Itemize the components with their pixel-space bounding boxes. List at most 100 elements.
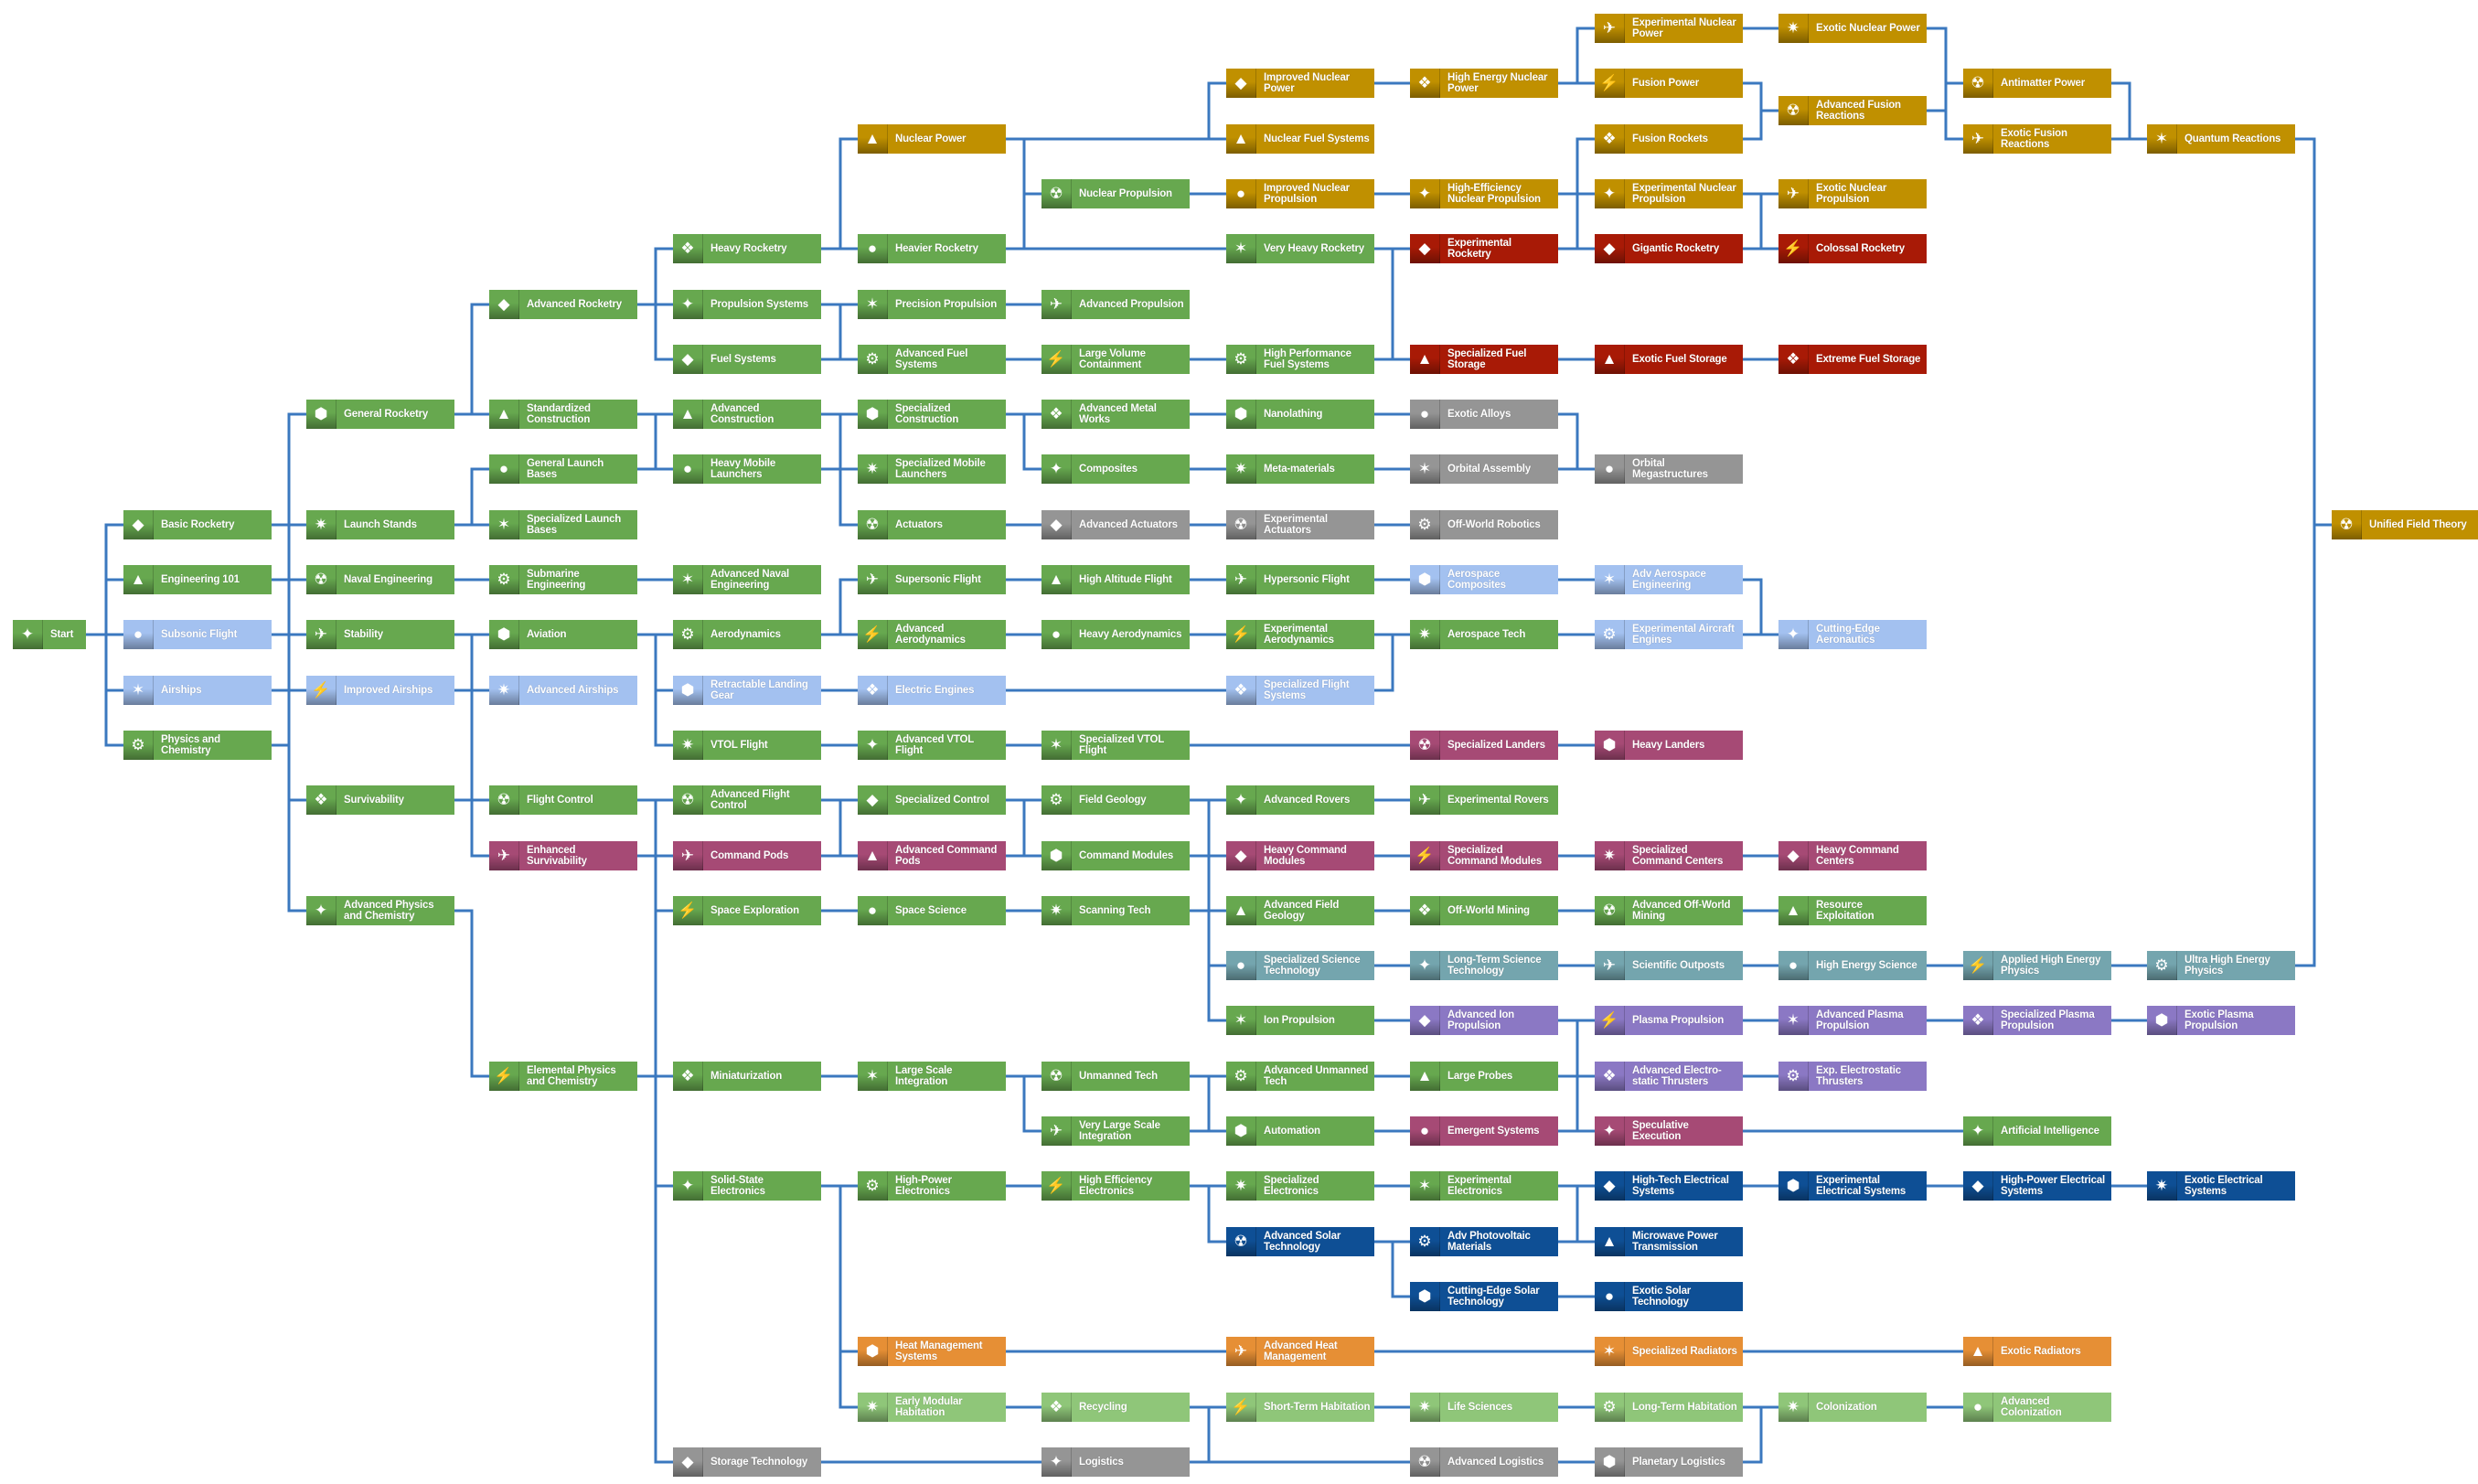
tech-node-high-eff-electronics[interactable]: ⚡High Efficiency Electronics <box>1041 1171 1190 1201</box>
tech-node-ai[interactable]: ✦Artificial Intelligence <box>1963 1116 2111 1146</box>
tech-node-elemental[interactable]: ⚡Elemental Physics and Chemistry <box>489 1062 637 1091</box>
tech-node-adv-aerodynamics[interactable]: ⚡Advanced Aerodynamics <box>858 620 1006 649</box>
tech-node-antimatter[interactable]: ☢Antimatter Power <box>1963 69 2111 98</box>
tech-node-off-world-mining[interactable]: ❖Off-World Mining <box>1410 896 1558 925</box>
tech-node-supersonic[interactable]: ✈Supersonic Flight <box>858 565 1006 594</box>
tech-node-high-eff-nuclear-prop[interactable]: ✦High-Efficiency Nuclear Propulsion <box>1410 179 1558 208</box>
tech-node-scanning-tech[interactable]: ✷Scanning Tech <box>1041 896 1190 925</box>
tech-node-adv-unmanned[interactable]: ⚙Advanced Unmanned Tech <box>1226 1062 1374 1091</box>
tech-node-fusion-power[interactable]: ⚡Fusion Power <box>1595 69 1743 98</box>
tech-node-nuclear-propulsion[interactable]: ☢Nuclear Propulsion <box>1041 179 1190 208</box>
tech-node-submarine[interactable]: ⚙Submarine Engineering <box>489 565 637 594</box>
tech-node-extreme-fuel-storage[interactable]: ❖Extreme Fuel Storage <box>1778 345 1927 374</box>
tech-node-microwave[interactable]: ▲Microwave Power Transmission <box>1595 1227 1743 1256</box>
tech-node-short-term-hab[interactable]: ⚡Short-Term Habitation <box>1226 1393 1374 1422</box>
tech-node-very-heavy[interactable]: ✶Very Heavy Rocketry <box>1226 234 1374 263</box>
tech-node-adv-command-pods[interactable]: ▲Advanced Command Pods <box>858 841 1006 870</box>
tech-node-nuclear-power[interactable]: ▲Nuclear Power <box>858 124 1006 154</box>
tech-node-exotic-nuclear-prop[interactable]: ✈Exotic Nuclear Propulsion <box>1778 179 1927 208</box>
tech-node-heavy-command-centers[interactable]: ◆Heavy Command Centers <box>1778 841 1927 870</box>
tech-node-exotic-fusion[interactable]: ✈Exotic Fusion Reactions <box>1963 124 2111 154</box>
tech-node-space-exploration[interactable]: ⚡Space Exploration <box>673 896 821 925</box>
tech-node-physics[interactable]: ⚙Physics and Chemistry <box>123 731 272 760</box>
tech-node-exp-actuators[interactable]: ☢Experimental Actuators <box>1226 510 1374 539</box>
tech-node-quantum[interactable]: ✶Quantum Reactions <box>2147 124 2295 154</box>
tech-node-heavy-mobile[interactable]: ●Heavy Mobile Launchers <box>673 454 821 484</box>
tech-node-scientific-outposts[interactable]: ✈Scientific Outposts <box>1595 951 1743 980</box>
tech-node-launch-stands[interactable]: ✷Launch Stands <box>306 510 454 539</box>
tech-node-engineering101[interactable]: ▲Engineering 101 <box>123 565 272 594</box>
tech-node-general-launch-bases[interactable]: ●General Launch Bases <box>489 454 637 484</box>
tech-node-std-construction[interactable]: ▲Standardized Construction <box>489 400 637 429</box>
tech-node-spec-command-centers[interactable]: ✷Specialized Command Centers <box>1595 841 1743 870</box>
tech-node-adv-logistics[interactable]: ☢Advanced Logistics <box>1410 1447 1558 1477</box>
tech-node-field-geology[interactable]: ⚙Field Geology <box>1041 785 1190 815</box>
tech-node-naval[interactable]: ☢Naval Engineering <box>306 565 454 594</box>
tech-node-spec-radiators[interactable]: ✶Specialized Radiators <box>1595 1337 1743 1366</box>
tech-node-exp-electrical[interactable]: ⬢Experimental Electrical Systems <box>1778 1171 1927 1201</box>
tech-node-vtol[interactable]: ✷VTOL Flight <box>673 731 821 760</box>
tech-node-exotic-alloys[interactable]: ●Exotic Alloys <box>1410 400 1558 429</box>
tech-node-recycling[interactable]: ❖Recycling <box>1041 1393 1190 1422</box>
tech-node-exp-nuclear-power[interactable]: ✈Experimental Nuclear Power <box>1595 14 1743 43</box>
tech-node-meta-materials[interactable]: ✷Meta-materials <box>1226 454 1374 484</box>
tech-node-speculative[interactable]: ✦Speculative Execution <box>1595 1116 1743 1146</box>
tech-node-high-energy-nuclear[interactable]: ❖High Energy Nuclear Power <box>1410 69 1558 98</box>
tech-node-colossal[interactable]: ⚡Colossal Rocketry <box>1778 234 1927 263</box>
tech-node-adv-actuators[interactable]: ◆Advanced Actuators <box>1041 510 1190 539</box>
tech-node-airships[interactable]: ✶Airships <box>123 676 272 705</box>
tech-node-orbital-megastructures[interactable]: ●Orbital Megastructures <box>1595 454 1743 484</box>
tech-node-general-rocketry[interactable]: ⬢General Rocketry <box>306 400 454 429</box>
tech-node-adv-vtol[interactable]: ✦Advanced VTOL Flight <box>858 731 1006 760</box>
tech-node-adv-airships[interactable]: ✷Advanced Airships <box>489 676 637 705</box>
tech-node-colonization[interactable]: ✷Colonization <box>1778 1393 1927 1422</box>
tech-node-spec-fuel-storage[interactable]: ▲Specialized Fuel Storage <box>1410 345 1558 374</box>
tech-node-large-probes[interactable]: ▲Large Probes <box>1410 1062 1558 1091</box>
tech-node-high-power-electronics[interactable]: ⚙High-Power Electronics <box>858 1171 1006 1201</box>
tech-node-spec-command-modules[interactable]: ⚡Specialized Command Modules <box>1410 841 1558 870</box>
tech-node-retractable[interactable]: ⬢Retractable Landing Gear <box>673 676 821 705</box>
tech-node-aerodynamics[interactable]: ⚙Aerodynamics <box>673 620 821 649</box>
tech-node-emergent[interactable]: ●Emergent Systems <box>1410 1116 1558 1146</box>
tech-node-high-energy-science[interactable]: ●High Energy Science <box>1778 951 1927 980</box>
tech-node-spec-construction[interactable]: ⬢Specialized Construction <box>858 400 1006 429</box>
tech-node-enh-survivability[interactable]: ✈Enhanced Survivability <box>489 841 637 870</box>
tech-node-adv-plasma[interactable]: ✶Advanced Plasma Propulsion <box>1778 1006 1927 1035</box>
tech-node-adv-construction[interactable]: ▲Advanced Construction <box>673 400 821 429</box>
tech-node-heavy-aerodynamics[interactable]: ●Heavy Aerodynamics <box>1041 620 1190 649</box>
tech-node-cutting-edge-aero[interactable]: ✦Cutting-Edge Aeronautics <box>1778 620 1927 649</box>
tech-node-exotic-solar[interactable]: ●Exotic Solar Technology <box>1595 1282 1743 1311</box>
tech-node-adv-electrostatic[interactable]: ❖Advanced Electro-static Thrusters <box>1595 1062 1743 1091</box>
tech-node-exotic-fuel-storage[interactable]: ▲Exotic Fuel Storage <box>1595 345 1743 374</box>
tech-node-basic-rocketry[interactable]: ◆Basic Rocketry <box>123 510 272 539</box>
tech-node-heat-management[interactable]: ⬢Heat Management Systems <box>858 1337 1006 1366</box>
tech-node-propulsion-systems[interactable]: ✦Propulsion Systems <box>673 290 821 319</box>
tech-node-applied-high-energy[interactable]: ⚡Applied High Energy Physics <box>1963 951 2111 980</box>
tech-node-aerospace-composites[interactable]: ⬢Aerospace Composites <box>1410 565 1558 594</box>
tech-node-spec-science[interactable]: ●Specialized Science Technology <box>1226 951 1374 980</box>
tech-node-fusion-rockets[interactable]: ❖Fusion Rockets <box>1595 124 1743 154</box>
tech-node-high-power-electrical[interactable]: ◆High-Power Electrical Systems <box>1963 1171 2111 1201</box>
tech-node-adv-fusion[interactable]: ☢Advanced Fusion Reactions <box>1778 96 1927 125</box>
tech-node-improved-airships[interactable]: ⚡Improved Airships <box>306 676 454 705</box>
tech-node-adv-ion[interactable]: ◆Advanced Ion Propulsion <box>1410 1006 1558 1035</box>
tech-node-ion-propulsion[interactable]: ✶Ion Propulsion <box>1226 1006 1374 1035</box>
tech-node-long-term-science[interactable]: ✦Long-Term Science Technology <box>1410 951 1558 980</box>
tech-node-spec-electronics[interactable]: ✷Specialized Electronics <box>1226 1171 1374 1201</box>
tech-node-stability[interactable]: ✈Stability <box>306 620 454 649</box>
tech-node-adv-heat[interactable]: ✈Advanced Heat Management <box>1226 1337 1374 1366</box>
tech-node-large-volume[interactable]: ⚡Large Volume Containment <box>1041 345 1190 374</box>
tech-node-planetary-logistics[interactable]: ⬢Planetary Logistics <box>1595 1447 1743 1477</box>
tech-node-ultra-high-energy[interactable]: ⚙Ultra High Energy Physics <box>2147 951 2295 980</box>
tech-node-adv-propulsion[interactable]: ✈Advanced Propulsion <box>1041 290 1190 319</box>
tech-node-vlsi[interactable]: ✈Very Large Scale Integration <box>1041 1116 1190 1146</box>
tech-node-miniaturization[interactable]: ❖Miniaturization <box>673 1062 821 1091</box>
tech-node-exp-aircraft-engines[interactable]: ⚙Experimental Aircraft Engines <box>1595 620 1743 649</box>
tech-node-solid-state[interactable]: ✦Solid-State Electronics <box>673 1171 821 1201</box>
tech-node-high-altitude[interactable]: ▲High Altitude Flight <box>1041 565 1190 594</box>
tech-node-exp-aerodynamics[interactable]: ⚡Experimental Aerodynamics <box>1226 620 1374 649</box>
tech-node-heavier-rocketry[interactable]: ●Heavier Rocketry <box>858 234 1006 263</box>
tech-node-nanolathing[interactable]: ⬢Nanolathing <box>1226 400 1374 429</box>
tech-node-precision-propulsion[interactable]: ✶Precision Propulsion <box>858 290 1006 319</box>
tech-node-adv-fuel-systems[interactable]: ⚙Advanced Fuel Systems <box>858 345 1006 374</box>
